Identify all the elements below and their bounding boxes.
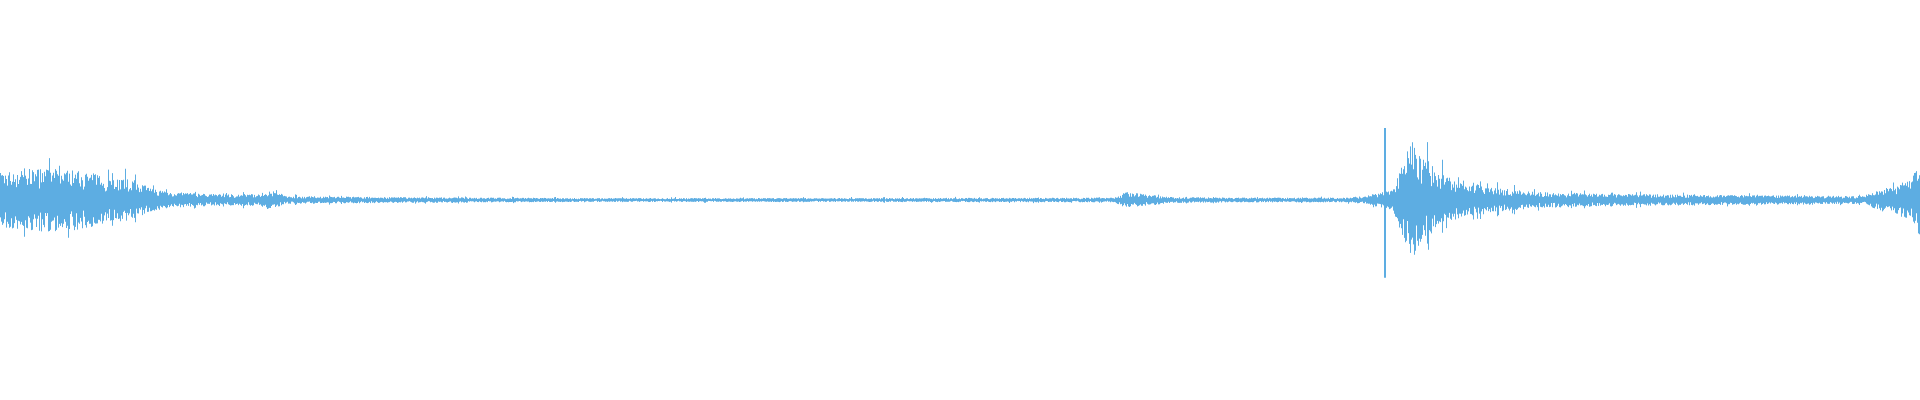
- waveform-path: [0, 128, 1920, 278]
- waveform-bars: [0, 128, 1920, 278]
